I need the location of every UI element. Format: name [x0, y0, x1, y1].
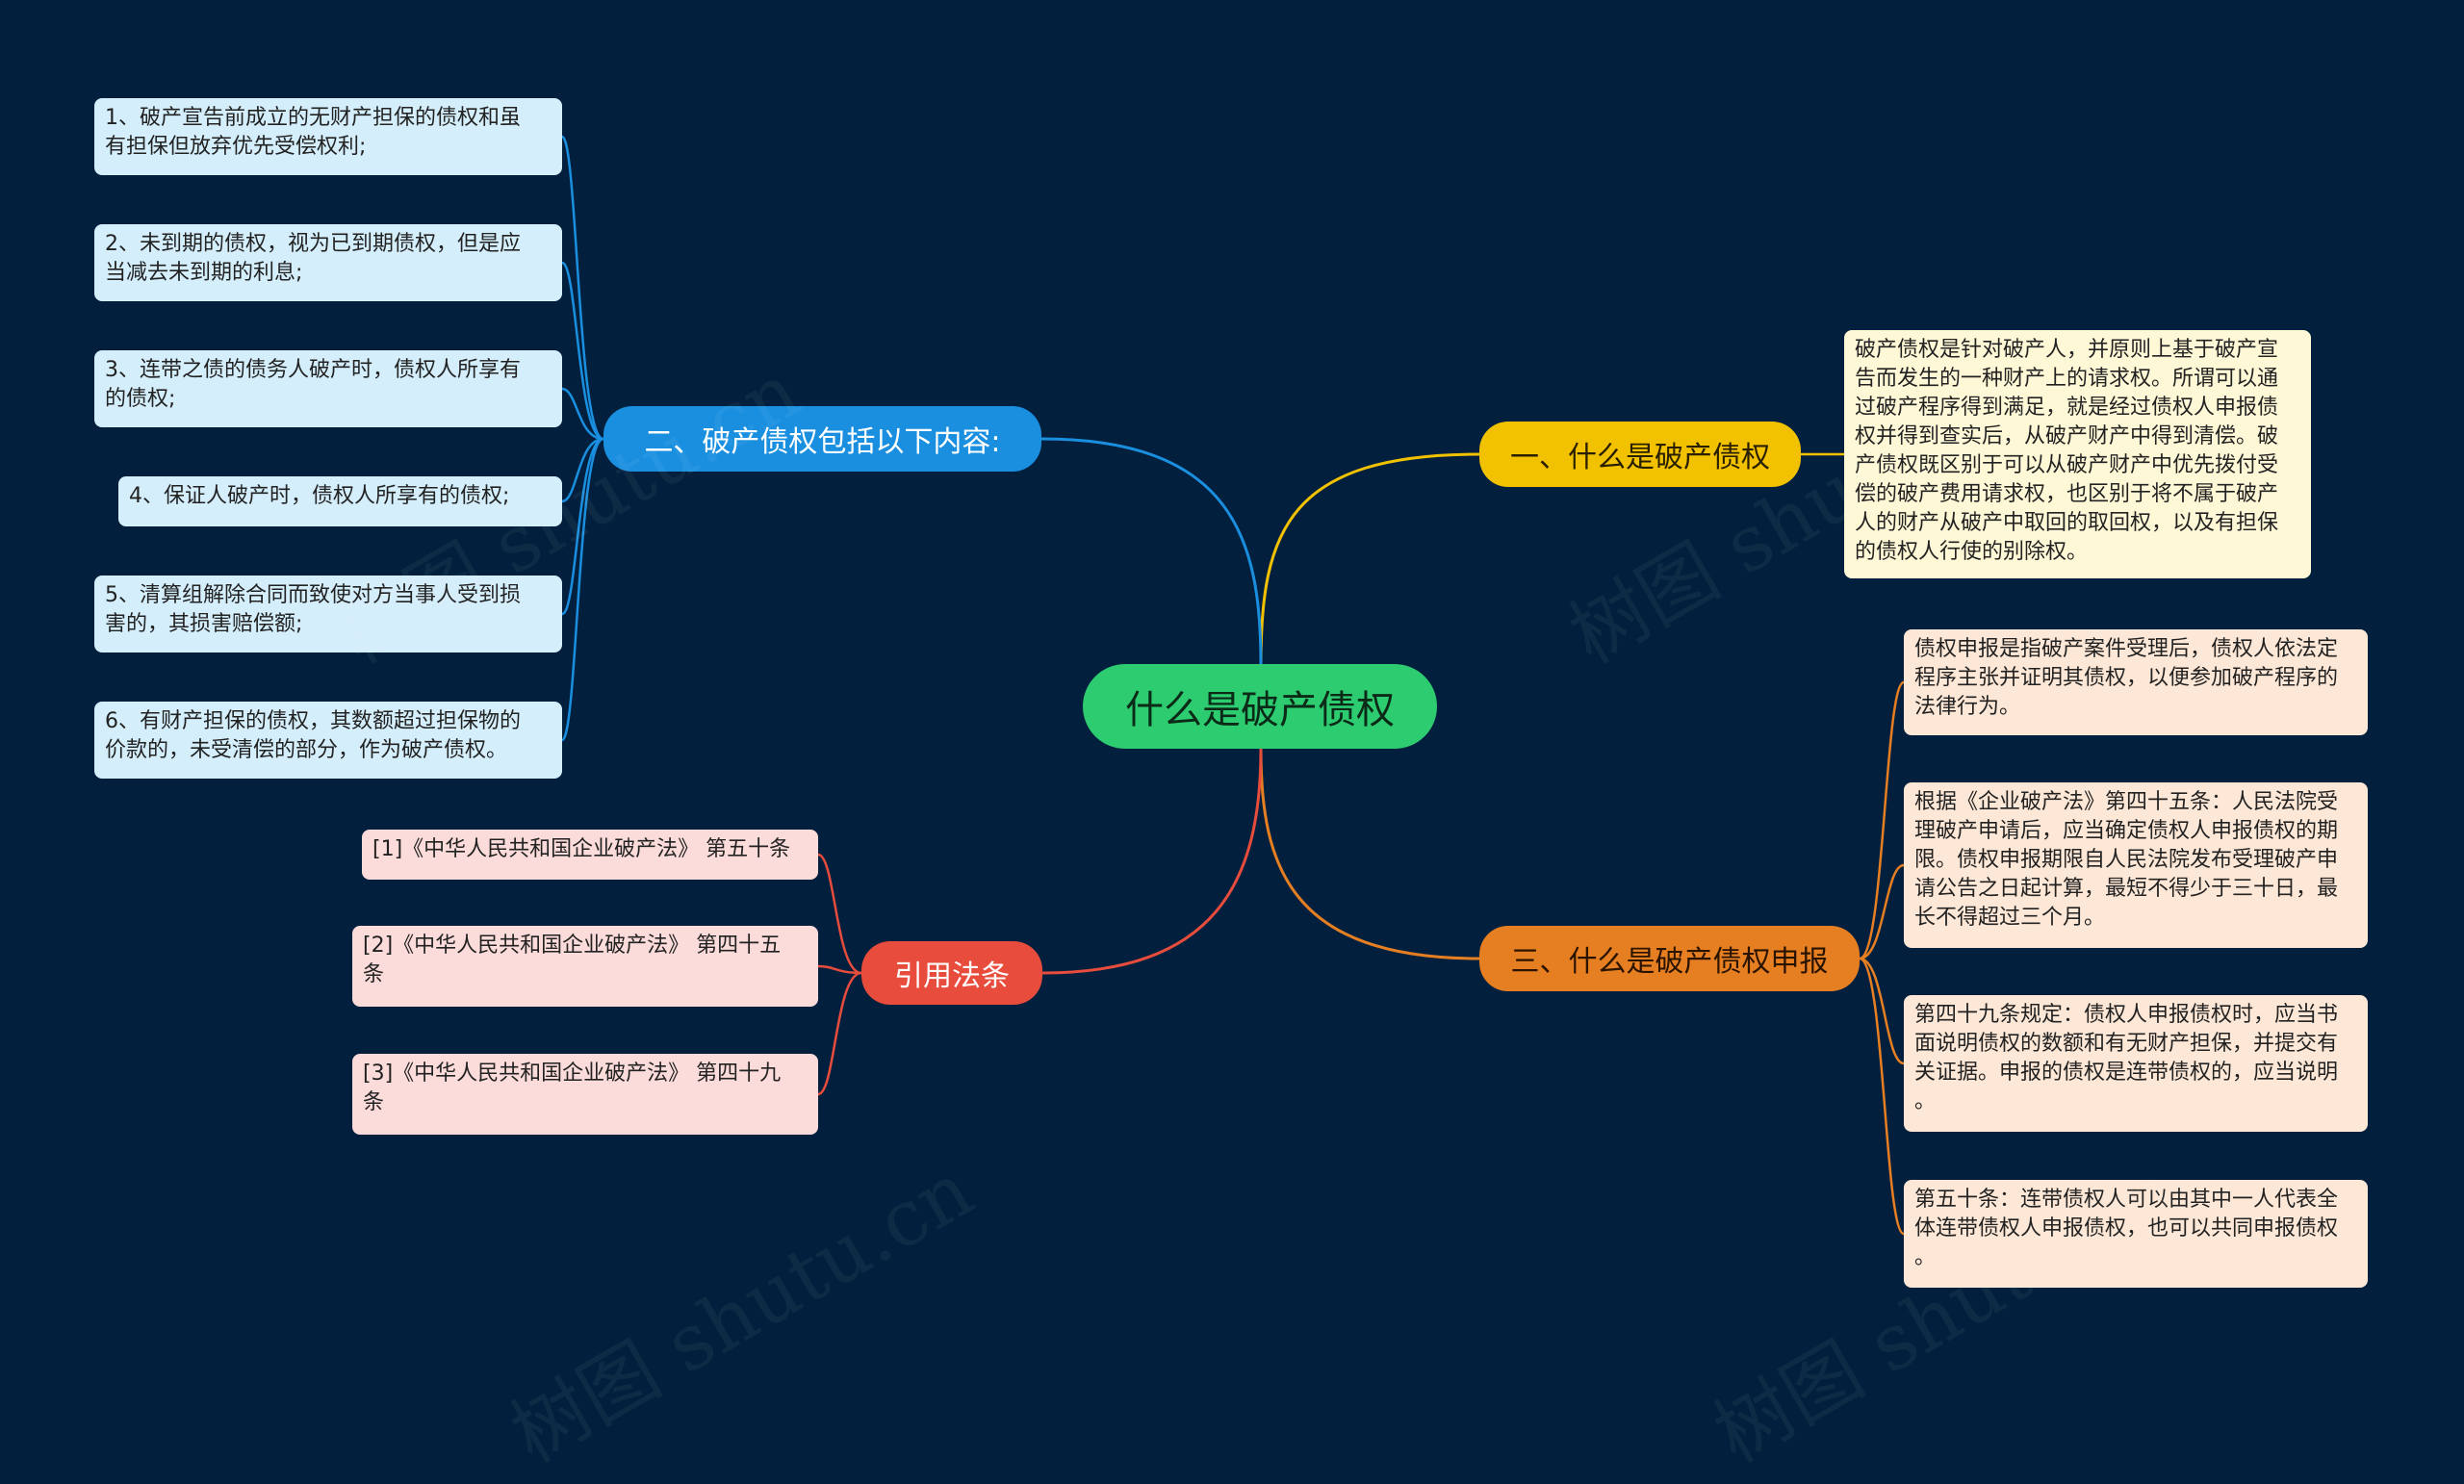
- leaf-declaration-definition: 债权申报是指破产案件受理后，债权人依法定 程序主张并证明其债权，以便参加破产程序…: [1904, 629, 2368, 735]
- branch-what-is-bankruptcy-claim[interactable]: 一、什么是破产债权: [1479, 422, 1801, 487]
- leaf-definition: 破产债权是针对破产人，并原则上基于破产宣 告而发生的一种财产上的请求权。所谓可以…: [1844, 330, 2311, 578]
- link-root-b3: [1259, 747, 1481, 960]
- link-b4-leaf-2: [816, 964, 863, 975]
- link-b3-leaf-3: [1858, 957, 1906, 1065]
- root-topic[interactable]: 什么是破产债权: [1083, 664, 1437, 749]
- link-root-b2: [1040, 437, 1263, 666]
- link-b4-leaf-1: [816, 853, 863, 975]
- link-b2-leaf-4: [560, 437, 605, 503]
- branch-claim-contents[interactable]: 二、破产债权包括以下内容:: [603, 406, 1041, 472]
- leaf-article-50: 第五十条：连带债权人可以由其中一人代表全 体连带债权人申报债权，也可以共同申报债…: [1904, 1180, 2368, 1288]
- link-b4-leaf-3: [816, 971, 863, 1096]
- leaf-content-1: 1、破产宣告前成立的无财产担保的债权和虽 有担保但放弃优先受偿权利;: [94, 98, 562, 175]
- leaf-article-45: 根据《企业破产法》第四十五条：人民法院受 理破产申请后，应当确定债权人申报债权的…: [1904, 782, 2368, 948]
- link-b3-leaf-4: [1858, 957, 1906, 1236]
- link-b2-leaf-5: [560, 437, 605, 616]
- leaf-content-2: 2、未到期的债权，视为已到期债权，但是应 当减去未到期的利息;: [94, 224, 562, 301]
- link-b2-leaf-1: [560, 135, 605, 441]
- link-root-b1: [1259, 452, 1481, 666]
- leaf-citation-1[interactable]: [1]《中华人民共和国企业破产法》 第五十条: [362, 830, 818, 880]
- connector-lines: [560, 135, 1906, 1236]
- link-b2-leaf-2: [560, 261, 605, 441]
- leaf-content-4: 4、保证人破产时，债权人所享有的债权;: [118, 476, 562, 526]
- leaf-content-5: 5、清算组解除合同而致使对方当事人受到损 害的，其损害赔偿额;: [94, 576, 562, 652]
- branch-cited-laws[interactable]: 引用法条: [861, 941, 1042, 1005]
- leaf-citation-2[interactable]: [2]《中华人民共和国企业破产法》 第四十五 条: [352, 926, 818, 1007]
- link-b2-leaf-3: [560, 387, 605, 441]
- link-root-b4: [1040, 747, 1263, 975]
- leaf-citation-3[interactable]: [3]《中华人民共和国企业破产法》 第四十九 条: [352, 1054, 818, 1135]
- link-b3-leaf-2: [1858, 863, 1906, 960]
- link-b3-leaf-1: [1858, 680, 1906, 960]
- branch-claim-declaration[interactable]: 三、什么是破产债权申报: [1479, 926, 1860, 991]
- leaf-content-3: 3、连带之债的债务人破产时，债权人所享有 的债权;: [94, 350, 562, 427]
- link-b2-leaf-6: [560, 437, 605, 742]
- leaf-article-49: 第四十九条规定：债权人申报债权时，应当书 面说明债权的数额和有无财产担保，并提交…: [1904, 995, 2368, 1132]
- leaf-content-6: 6、有财产担保的债权，其数额超过担保物的 价款的，未受清偿的部分，作为破产债权。: [94, 702, 562, 779]
